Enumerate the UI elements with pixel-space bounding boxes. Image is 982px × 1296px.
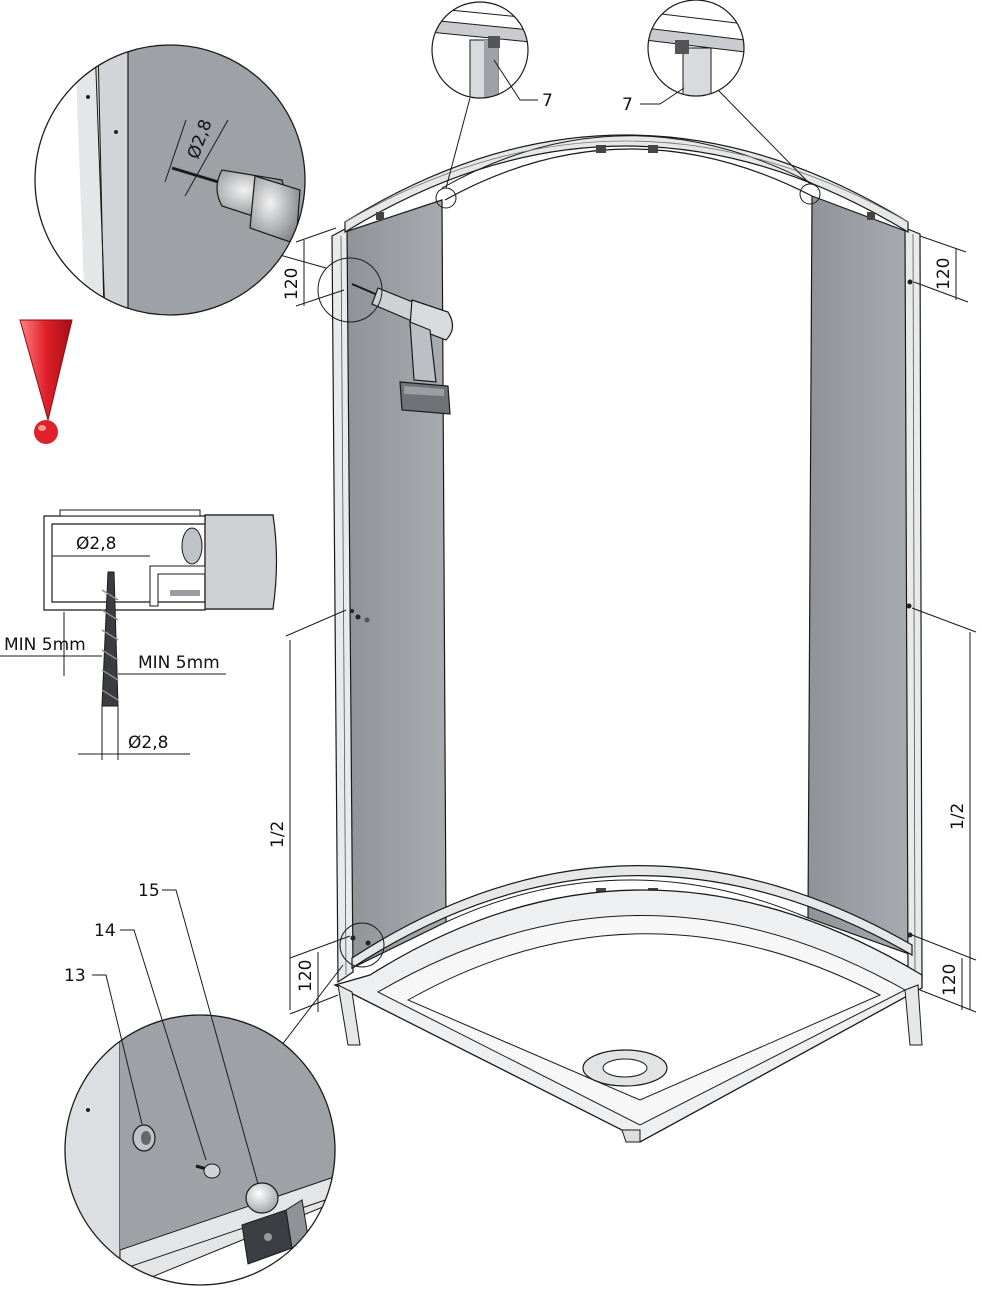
dim-left-half: 1/2 — [268, 821, 288, 848]
callout-13: 13 — [64, 966, 86, 986]
bottom-curved-rail — [351, 865, 913, 970]
dim-right-half: 1/2 — [948, 803, 968, 830]
dim-left-top-120: 120 — [282, 268, 302, 300]
dim-right-bottom-120: 120 — [940, 964, 960, 996]
left-wall-profile — [331, 227, 354, 984]
dim-right-top-120: 120 — [934, 258, 954, 290]
min-5mm-right: MIN 5mm — [138, 653, 220, 673]
warning-icon — [19, 319, 73, 444]
zoom-fastener-detail: 13 14 15 — [64, 881, 336, 1286]
dimension-lines — [285, 227, 977, 1015]
callout-7-left: 7 — [542, 91, 553, 111]
callout-15: 15 — [138, 881, 160, 901]
min-5mm-left: MIN 5mm — [4, 635, 86, 655]
zoom-bracket-left: 7 — [431, 1, 553, 111]
shower-enclosure — [331, 134, 923, 1143]
callout-14: 14 — [94, 921, 116, 941]
zoom-drill-detail: Ø2,8 — [34, 44, 306, 316]
zoom-bracket-right: 7 — [622, 0, 745, 115]
dim-left-bottom-120: 120 — [296, 960, 316, 992]
right-glass-panel — [807, 195, 913, 956]
profile-diameter-label: Ø2,8 — [76, 534, 116, 554]
cordless-drill — [351, 283, 454, 415]
callout-7-right: 7 — [622, 95, 633, 115]
bit-diameter-label: Ø2,8 — [128, 733, 168, 753]
profile-cross-section: Ø2,8 MIN 5mm MIN 5mm Ø2,8 — [0, 509, 278, 760]
